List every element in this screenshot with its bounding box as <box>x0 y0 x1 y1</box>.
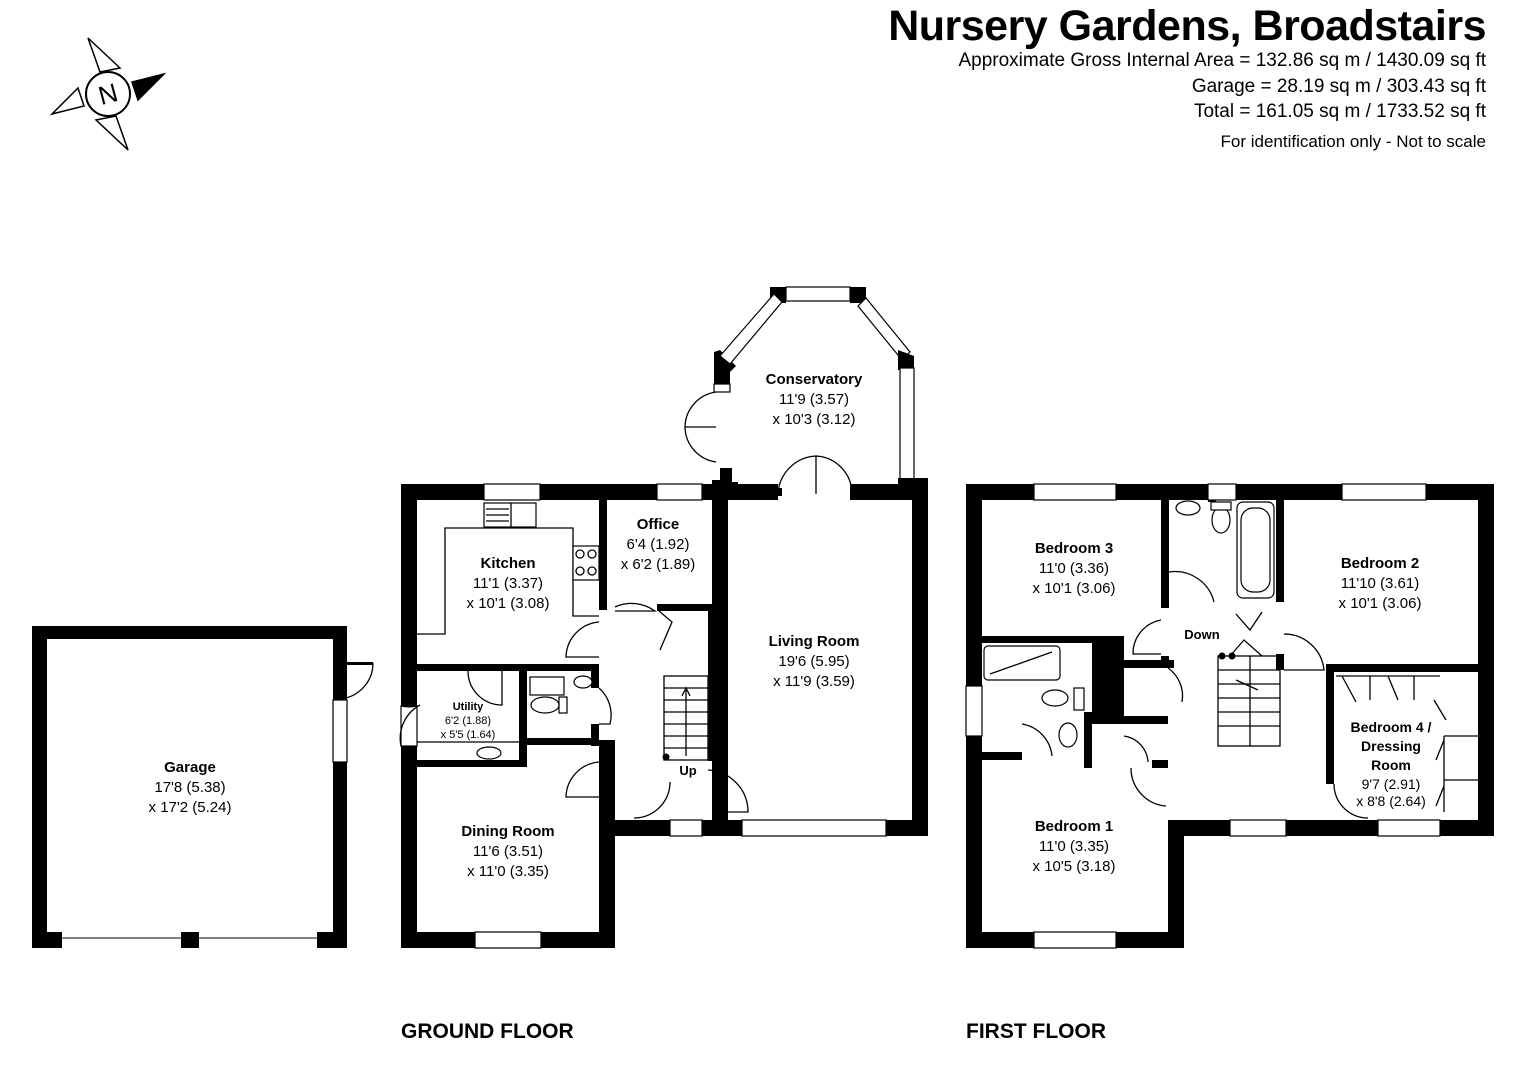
first-stairs <box>1217 611 1281 747</box>
garage-name: Garage <box>164 759 216 776</box>
ground-stairs <box>662 675 709 761</box>
garage-walls <box>32 626 348 948</box>
ensuite-fittings <box>983 645 1085 748</box>
ground-floor-doors <box>399 602 749 819</box>
utility-name: Utility <box>453 701 484 713</box>
bedroom2-name: Bedroom 2 <box>1341 555 1419 572</box>
bedroom4-name-line1: Bedroom 4 / <box>1351 719 1432 735</box>
bedroom1-dim1: 11'0 (3.35) <box>1039 838 1109 855</box>
utility-fittings <box>417 675 593 760</box>
bedroom4-dim2: x 8'8 (2.64) <box>1356 793 1426 809</box>
bedroom2-dim1: 11'10 (3.61) <box>1341 575 1419 592</box>
living-dim2: x 11'9 (3.59) <box>773 673 855 690</box>
first-floor-doors <box>1021 570 1369 819</box>
bedroom3-dim1: 11'0 (3.36) <box>1039 560 1109 577</box>
dining-name: Dining Room <box>461 823 554 840</box>
garage-dim2: x 17'2 (5.24) <box>149 799 232 816</box>
utility-dim2: x 5'5 (1.64) <box>441 729 496 741</box>
kitchen-dim2: x 10'1 (3.08) <box>467 595 550 612</box>
disclaimer-note: For identification only - Not to scale <box>1220 132 1486 151</box>
bedroom1-dim2: x 10'5 (3.18) <box>1033 858 1116 875</box>
kitchen-name: Kitchen <box>480 555 535 572</box>
stairs-down-label: Down <box>1184 627 1219 642</box>
first-floor-label: FIRST FLOOR <box>966 1020 1106 1043</box>
plan-title: Nursery Gardens, Broadstairs <box>888 2 1486 50</box>
total-area-text: Total = 161.05 sq m / 1733.52 sq ft <box>1193 101 1486 122</box>
utility-dim1: 6'2 (1.88) <box>445 715 491 727</box>
bedroom1-name: Bedroom 1 <box>1035 818 1113 835</box>
conservatory-walls <box>712 286 928 500</box>
dining-dim1: 11'6 (3.51) <box>473 843 543 860</box>
ground-floor-windows <box>400 483 887 949</box>
bedroom3-dim2: x 10'1 (3.06) <box>1033 580 1116 597</box>
office-dim1: 6'4 (1.92) <box>627 536 690 553</box>
living-dim1: 19'6 (5.95) <box>778 653 849 670</box>
office-name: Office <box>637 516 680 533</box>
kitchen-dim1: 11'1 (3.37) <box>473 575 543 592</box>
bathroom-fittings <box>1175 500 1275 599</box>
kitchen-fittings <box>417 502 600 635</box>
bedroom3-name: Bedroom 3 <box>1035 540 1113 557</box>
gross-area-text: Approximate Gross Internal Area = 132.86… <box>958 50 1486 71</box>
living-name: Living Room <box>769 633 860 650</box>
first-floor-windows <box>965 483 1441 949</box>
bedroom2-dim2: x 10'1 (3.06) <box>1339 595 1422 612</box>
office-dim2: x 6'2 (1.89) <box>621 556 696 573</box>
compass-rose-icon: N <box>49 37 167 151</box>
wardrobes <box>1336 675 1478 812</box>
stairs-up-label: Up <box>679 763 696 778</box>
conservatory-dim1: 11'9 (3.57) <box>779 391 849 408</box>
conservatory-name: Conservatory <box>766 371 863 388</box>
dining-dim2: x 11'0 (3.35) <box>467 863 549 880</box>
bedroom4-dim1: 9'7 (2.91) <box>1362 776 1421 792</box>
bedroom4-name-line2: Dressing <box>1361 738 1421 754</box>
garage-side-door <box>333 662 374 700</box>
garage-dim1: 17'8 (5.38) <box>154 779 225 796</box>
ground-floor-label: GROUND FLOOR <box>401 1020 574 1043</box>
garage-area-text: Garage = 28.19 sq m / 303.43 sq ft <box>1191 76 1486 97</box>
bedroom4-name-line3: Room <box>1371 757 1411 773</box>
conservatory-dim2: x 10'3 (3.12) <box>773 411 856 428</box>
conservatory-doors <box>684 391 854 496</box>
